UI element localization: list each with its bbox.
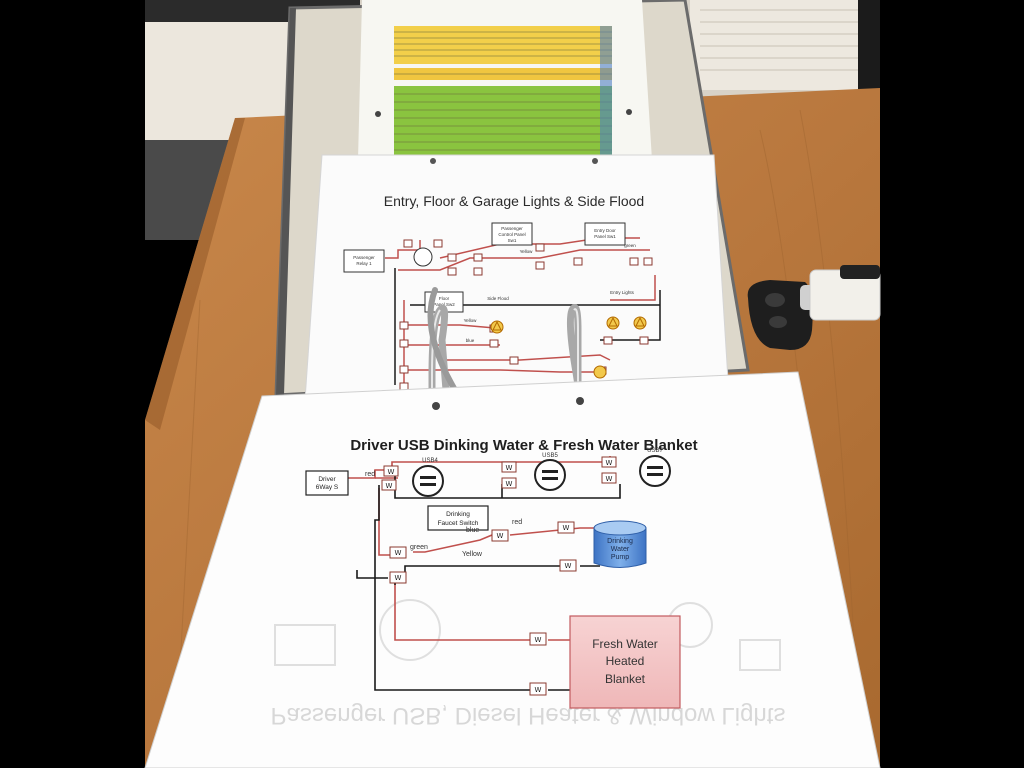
driver-switch-box: [305, 470, 349, 496]
svg-text:Yellow: Yellow: [520, 249, 534, 254]
svg-text:W: W: [506, 464, 513, 472]
right-black-bar: [880, 0, 1024, 768]
svg-text:Yellow: Yellow: [462, 551, 483, 558]
svg-text:green: green: [410, 544, 428, 551]
faucet-switch-box: [427, 505, 489, 531]
svg-text:Panel Sw1: Panel Sw1: [594, 234, 616, 239]
binder-rings: [427, 287, 582, 408]
svg-text:Blanket: Blanket: [605, 672, 646, 686]
svg-text:Faucet Switch: Faucet Switch: [438, 520, 479, 527]
svg-text:W: W: [535, 636, 542, 644]
entry-lights-label: Entry Lights: [610, 290, 635, 295]
svg-text:Water: Water: [611, 546, 630, 553]
svg-text:Sw1: Sw1: [508, 238, 517, 243]
light-icons: [490, 316, 647, 379]
svg-text:Heated: Heated: [606, 654, 645, 668]
svg-text:red: red: [512, 519, 522, 526]
sheet-driver-usb: Passenger USB, Diesel Heater & Window Li…: [144, 371, 881, 768]
svg-text:Relay 1: Relay 1: [356, 261, 372, 266]
show-through-text: Passenger USB, Diesel Heater & Window Li…: [271, 702, 786, 729]
svg-text:W: W: [535, 686, 542, 694]
svg-text:W: W: [565, 562, 572, 570]
svg-text:green: green: [624, 243, 636, 248]
svg-text:Passenger: Passenger: [353, 255, 375, 260]
svg-text:W: W: [395, 574, 402, 582]
w-splice-boxes: [381, 456, 617, 696]
svg-text:blue: blue: [466, 338, 475, 343]
svg-text:Control Panel: Control Panel: [498, 232, 525, 237]
usb5-label: USB5: [542, 453, 558, 459]
side-flood-label: Side Flood: [487, 296, 509, 301]
svg-text:Passenger: Passenger: [501, 226, 523, 231]
svg-text:Panel Sw2: Panel Sw2: [433, 302, 455, 307]
sheet-entry-title: Entry, Floor & Garage Lights & Side Floo…: [384, 193, 644, 209]
usb7-label: USB7: [647, 448, 663, 454]
show-through: Passenger USB, Diesel Heater & Window Li…: [271, 599, 786, 729]
svg-text:W: W: [395, 549, 402, 557]
svg-text:Pump: Pump: [611, 554, 629, 561]
svg-text:Fresh Water: Fresh Water: [592, 637, 658, 651]
svg-text:Yellow: Yellow: [464, 318, 478, 323]
w-labels: WW WW WW WW WW WW W: [386, 459, 613, 694]
svg-text:red: red: [365, 471, 375, 478]
drinking-water-pump: Drinking Water Pump: [593, 520, 647, 568]
svg-text:6Way S: 6Way S: [316, 484, 339, 491]
svg-text:W: W: [606, 475, 613, 483]
svg-text:W: W: [606, 459, 613, 467]
car-key-fob: [747, 265, 881, 350]
svg-text:Driver: Driver: [318, 476, 336, 483]
sheet-entry-lights: Entry, Floor & Garage Lights & Side Floo…: [304, 154, 729, 401]
svg-text:blue: blue: [466, 527, 479, 534]
svg-text:W: W: [388, 468, 395, 476]
spreadsheet-page: [358, 0, 652, 160]
usb4-icon: [412, 465, 444, 497]
svg-text:W: W: [563, 524, 570, 532]
svg-text:Floor: Floor: [439, 296, 450, 301]
svg-text:Drinking: Drinking: [446, 511, 470, 518]
svg-text:Drinking: Drinking: [607, 538, 633, 545]
usb-ports: USB4 USB5 USB7: [412, 448, 671, 497]
svg-text:W: W: [386, 482, 393, 490]
usb7-icon: [639, 455, 671, 487]
left-black-bar: [0, 0, 145, 768]
usb4-label: USB4: [422, 458, 438, 464]
fresh-water-blanket: Fresh Water Heated Blanket: [569, 615, 681, 709]
usb5-icon: [534, 459, 566, 491]
svg-text:W: W: [506, 480, 513, 488]
svg-text:Entry Door: Entry Door: [594, 228, 616, 233]
sheet-driver-title: Driver USB Dinking Water & Fresh Water B…: [350, 437, 697, 454]
svg-text:W: W: [497, 532, 504, 540]
